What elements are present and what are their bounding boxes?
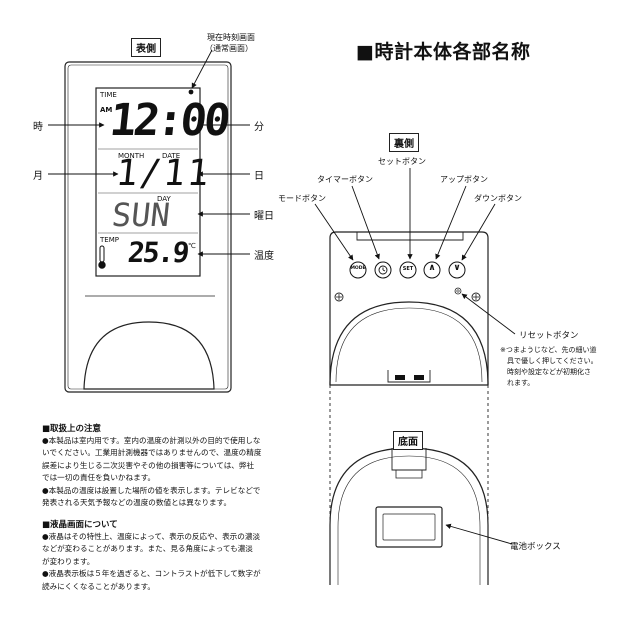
up-button-label: アップボタン <box>440 175 488 184</box>
battery-callout-line <box>445 523 513 545</box>
mode-button-label: モードボタン <box>278 194 326 203</box>
back-clock-body <box>329 231 489 386</box>
front-callouts <box>48 49 250 257</box>
reset-note-line1: ※つまようじなど、先の細い道 <box>500 346 597 354</box>
lcd-date-display: 1/11 <box>113 153 213 194</box>
handling-line: では一切の責任を負いかねます。 <box>42 473 156 483</box>
bottom-view-label: 底面 <box>393 431 423 450</box>
back-outline <box>329 231 489 385</box>
lcd-am-tag: AM <box>100 106 113 114</box>
front-outline <box>64 61 232 393</box>
down-button-shape <box>448 261 466 279</box>
back-screw-left <box>334 292 344 302</box>
timer-button-label: タイマーボタン <box>317 175 373 184</box>
front-stand <box>83 321 215 390</box>
lcd-month-tag: MONTH <box>118 152 145 160</box>
screen-callout-line <box>191 49 213 89</box>
minute-label: 分 <box>254 122 264 133</box>
bottom-clip <box>391 448 427 471</box>
lcd-temp-unit: ℃ <box>188 242 196 250</box>
day-of-month-label: 日 <box>254 171 264 182</box>
down-button-mark: ∨ <box>453 263 461 273</box>
battery-box-outline <box>375 506 443 548</box>
handling-heading: ■取扱上の注意 <box>42 424 102 434</box>
handling-notes: ●本製品は室内用です。室内の温度の計測以外の目的で使用しな いでください。工業用… <box>42 435 317 509</box>
back-view-label: 裏側 <box>389 133 419 152</box>
mode-button-mark: MODE <box>350 266 366 271</box>
lcd-temp-tag: TEMP <box>100 236 119 244</box>
lcd-day-tag: DAY <box>157 195 171 203</box>
front-view-label: 表側 <box>131 38 161 57</box>
up-callout-line <box>435 185 467 260</box>
screen-callout-line1: 現在時刻画面 <box>207 33 255 42</box>
set-button-label: セットボタン <box>378 157 426 166</box>
mode-callout-line <box>314 203 354 261</box>
hour-label: 時 <box>33 122 43 133</box>
back-callouts <box>314 168 516 335</box>
lcd-date-tag: DATE <box>162 152 181 160</box>
thermometer-icon <box>98 245 106 269</box>
handling-line: ●本製品は室内用です。室内の温度の計測以外の目的で使用しな <box>42 436 261 445</box>
bottom-outline <box>329 447 489 585</box>
view-guide-lines <box>329 385 489 520</box>
timer-callout-line <box>351 185 380 260</box>
lcd-note-line: ●液晶表示板は５年を過ぎると、コントラストが低下して数字が <box>42 569 261 579</box>
handling-line: 発表される天気予報などの温度の数値とは異なります。 <box>42 498 232 508</box>
set-button-mark: SET <box>402 266 414 272</box>
front-lcd-screen <box>95 87 201 277</box>
reset-note-line2: 具で優しく押してください。 <box>507 357 598 365</box>
clock-glyph-icon <box>378 265 388 275</box>
reset-callout-line <box>461 293 516 335</box>
lcd-note-line: ●液晶はその特性上、温度によって、表示の反応や、表示の濃淡 <box>42 532 261 541</box>
reset-hole <box>454 287 462 295</box>
reset-button-label: リセットボタン <box>519 331 579 341</box>
back-tab-right <box>414 375 424 380</box>
up-button-mark: ∧ <box>428 263 436 273</box>
reset-note-line4: れます。 <box>507 379 535 387</box>
handling-line: ●本製品の温度は設置した場所の値を表示します。テレビなどで <box>42 485 261 495</box>
lcd-day-display: SUN <box>110 196 172 234</box>
mode-button-shape <box>349 261 367 279</box>
bottom-view <box>329 447 489 585</box>
lcd-time-tag: TIME <box>100 91 117 99</box>
lcd-notes: ●液晶はその特性上、温度によって、表示の反応や、表示の濃淡 などが変わることがあ… <box>42 531 317 593</box>
handling-line: 誤差により生じる二次災害やその他の損害等については、弊社 <box>42 460 255 470</box>
down-callout-line <box>461 203 496 261</box>
lcd-note-line: などが変わることがあります。また、見る角度によっても濃淡 <box>42 544 253 554</box>
weekday-label: 曜日 <box>254 211 274 222</box>
lcd-temp-display: 25.9 <box>126 236 190 269</box>
reset-note-line3: 時刻や設定などが初期化さ <box>507 368 591 376</box>
month-label: 月 <box>33 171 43 182</box>
back-stand <box>329 301 489 386</box>
lcd-note-line: が変わります。 <box>42 556 95 566</box>
lcd-time-display: 12:00 <box>107 95 231 146</box>
lcd-note-line: 読みにくくなることがあります。 <box>42 581 155 591</box>
front-clock-body <box>64 61 232 393</box>
back-screw-right <box>471 292 481 302</box>
temperature-label: 温度 <box>254 251 274 262</box>
back-tab-left <box>395 375 405 380</box>
down-button-label: ダウンボタン <box>474 194 522 203</box>
up-button-shape <box>423 261 441 279</box>
screen-indicator-dot <box>188 89 194 95</box>
set-button-shape <box>399 261 417 279</box>
screen-callout-line2: （通常画面） <box>205 44 253 53</box>
lcd-notes-heading: ■液晶画面について <box>42 520 118 530</box>
page-title: ■時計本体各部名称 <box>356 41 531 63</box>
battery-box-label: 電池ボックス <box>510 542 561 552</box>
handling-line: いでください。工業用計測機器ではありませんので、温度の精度 <box>42 448 262 458</box>
